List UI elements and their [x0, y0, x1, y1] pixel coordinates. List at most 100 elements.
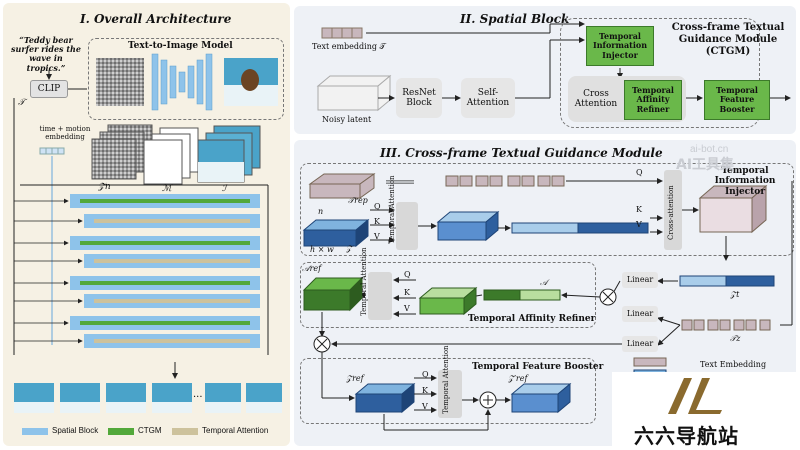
- unet-blocks: [151, 53, 213, 111]
- z-processed-block: [436, 210, 500, 242]
- self-attention-block: Self-Attention: [461, 78, 515, 118]
- t2i-model-box: [88, 38, 284, 120]
- a-ref-stack: [302, 276, 364, 312]
- m-stack: [143, 127, 199, 185]
- ctgm-bar: [80, 199, 250, 203]
- cross-attention-label: Cross Attention: [574, 88, 618, 109]
- frames-ellipsis: ···: [193, 392, 203, 403]
- logo-mark-icon: [668, 378, 722, 414]
- tar-title-3: Temporal Affinity Refiner: [468, 314, 596, 324]
- zref-out-label: 𝒵′ref: [508, 374, 528, 383]
- legend-swatch-ctgm: [108, 428, 134, 435]
- zt-label: 𝒵t: [730, 290, 740, 299]
- a-row: [483, 289, 561, 301]
- tii-block: Temporal Information Injector: [586, 26, 654, 66]
- zref-stack: [354, 382, 416, 414]
- tz-row-top: [445, 175, 565, 187]
- ctgm-bar: [80, 281, 250, 285]
- prompt-text: “Teddy bear surfer rides the wave in tro…: [11, 35, 81, 73]
- temporal-attention-label-1: Temporal Attention: [388, 175, 396, 244]
- v-label-1: V: [374, 232, 380, 241]
- text-embedding-block: [321, 27, 363, 39]
- tfb-title-3: Temporal Feature Booster: [472, 362, 604, 372]
- i-label: ℐ: [222, 184, 227, 194]
- i-stack: [197, 125, 261, 183]
- legend-swatch-spatial: [22, 428, 48, 435]
- temporal-attention-box-1: [396, 202, 418, 250]
- tii-dashed-box: [300, 163, 794, 256]
- ctgm-title: Cross-frame Textual Guidance Module (CTG…: [671, 22, 785, 57]
- zt-row: [679, 275, 775, 287]
- k-label-1: K: [374, 217, 380, 226]
- v-label-4: V: [422, 402, 428, 411]
- ctgm-bar: [80, 241, 250, 245]
- time-motion-embedding: [39, 147, 65, 155]
- temporal-attention-bar: [94, 299, 250, 303]
- k-label-2: K: [636, 205, 642, 214]
- tfb-block: Temporal Feature Booster: [704, 80, 770, 120]
- cross-attention-label-3: Cross-attention: [667, 185, 675, 240]
- time-motion-label: time + motion embedding: [39, 125, 91, 141]
- zn-stack: [91, 124, 153, 180]
- text-embedding-label-3: Text Embedding: [700, 360, 767, 369]
- zref-out-stack: [510, 382, 572, 414]
- cross-attention-box: [664, 170, 682, 250]
- watermark-bottom: AI工具集: [676, 157, 735, 173]
- hw-label: h × w: [310, 245, 334, 254]
- panel3-title: III. Cross-frame Textual Guidance Module: [380, 146, 663, 160]
- ctgm-dashed-box: [560, 18, 760, 128]
- k-label-3: K: [404, 288, 410, 297]
- m-label: ℳ: [162, 184, 172, 194]
- tfb-dashed-box: [300, 358, 596, 424]
- panel2-diagram: [316, 21, 791, 112]
- noisy-latent-block: [316, 74, 392, 112]
- q-label-4: Q: [422, 370, 429, 379]
- linear-box-2: Linear: [622, 306, 658, 322]
- legend-ctgm-label: CTGM: [138, 426, 162, 435]
- temporal-attention-bar: [94, 219, 250, 223]
- text-embedding-label: Text embedding 𝒯: [312, 42, 386, 51]
- tar-block: Temporal Affinity Refiner: [624, 80, 682, 120]
- legend-spatial-label: Spatial Block: [52, 426, 99, 435]
- clip-t-symbol: 𝒯: [18, 98, 25, 108]
- site-logo: 六六导航站: [612, 372, 798, 448]
- trep-block: [308, 173, 376, 199]
- a-ref-label: 𝒜ref: [302, 264, 322, 273]
- linear-box-1: Linear: [622, 272, 658, 288]
- tar-dashed-box: [300, 262, 596, 328]
- trep-label: 𝒯rep: [348, 196, 368, 205]
- t2i-model-label: Text-to-Image Model: [128, 41, 233, 51]
- watermark-top: ai-bot.cn: [690, 144, 729, 155]
- resnet-block: ResNet Block: [396, 78, 442, 118]
- temporal-attention-bar: [94, 339, 250, 343]
- q-label-3: Q: [404, 270, 411, 279]
- legend-swatch-temporal: [172, 428, 198, 435]
- q-label-1: Q: [374, 202, 381, 211]
- temporal-attention-label-2: Temporal Attention: [360, 247, 368, 316]
- frames-row: [14, 383, 282, 413]
- n-label: n: [318, 207, 324, 216]
- tii-output-stack: [698, 184, 768, 234]
- tz-label: 𝒯z: [730, 334, 741, 343]
- zn-label: 𝒵n: [98, 182, 111, 192]
- legend: Spatial Block CTGM Temporal Attention: [22, 425, 284, 439]
- logo-text: 六六导航站: [634, 424, 739, 448]
- a-label: 𝒜: [540, 278, 548, 287]
- layer-stack: [14, 194, 260, 348]
- z-label: 𝒵: [346, 244, 353, 253]
- temporal-attention-label-3: Temporal Attention: [442, 345, 450, 414]
- z-flat-row: [511, 222, 649, 234]
- temporal-attention-bar: [94, 259, 250, 263]
- panel3-diagram: [302, 170, 793, 431]
- linear-box-3: Linear: [622, 336, 658, 352]
- k-label-4: K: [422, 386, 428, 395]
- ctgm-bar: [80, 321, 250, 325]
- temporal-attention-box-2: [368, 272, 392, 320]
- temporal-attention-box-3: [438, 370, 462, 418]
- q-label-2: Q: [636, 168, 643, 177]
- zref-label: 𝒵ref: [346, 374, 364, 383]
- legend-temporal-label: Temporal Attention: [202, 426, 269, 435]
- clip-box: CLIP: [30, 80, 68, 98]
- v-label-2: V: [636, 220, 642, 229]
- tz-row: [681, 319, 771, 331]
